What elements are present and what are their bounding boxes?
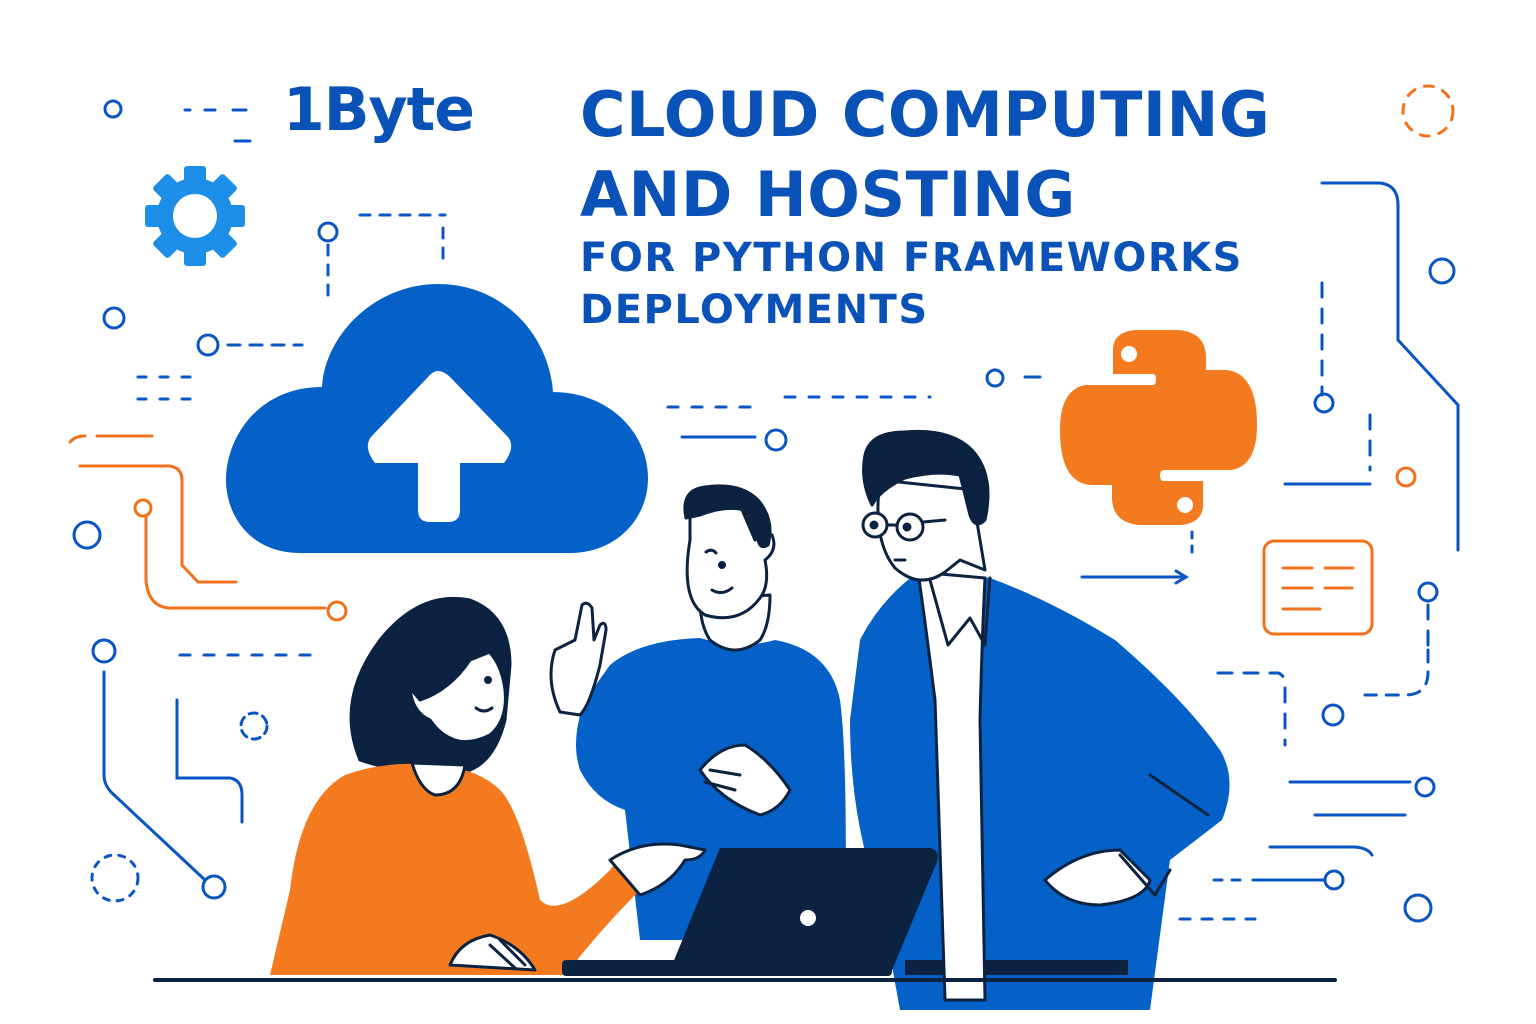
headline-line-2: AND HOSTING [580, 158, 1076, 231]
headline-line-1: CLOUD COMPUTING [580, 78, 1271, 151]
brand-logo: 1Byte [283, 75, 475, 145]
subheadline-line-1: FOR PYTHON FRAMEWORKS [580, 235, 1243, 281]
laptop-icon [562, 848, 938, 976]
woman-orange-sweater [270, 596, 707, 975]
man-glasses-blazer [850, 429, 1230, 1010]
headline: CLOUD COMPUTING AND HOSTING FOR PYTHON F… [580, 84, 1270, 340]
subheadline-line-2: DEPLOYMENTS [580, 287, 929, 333]
